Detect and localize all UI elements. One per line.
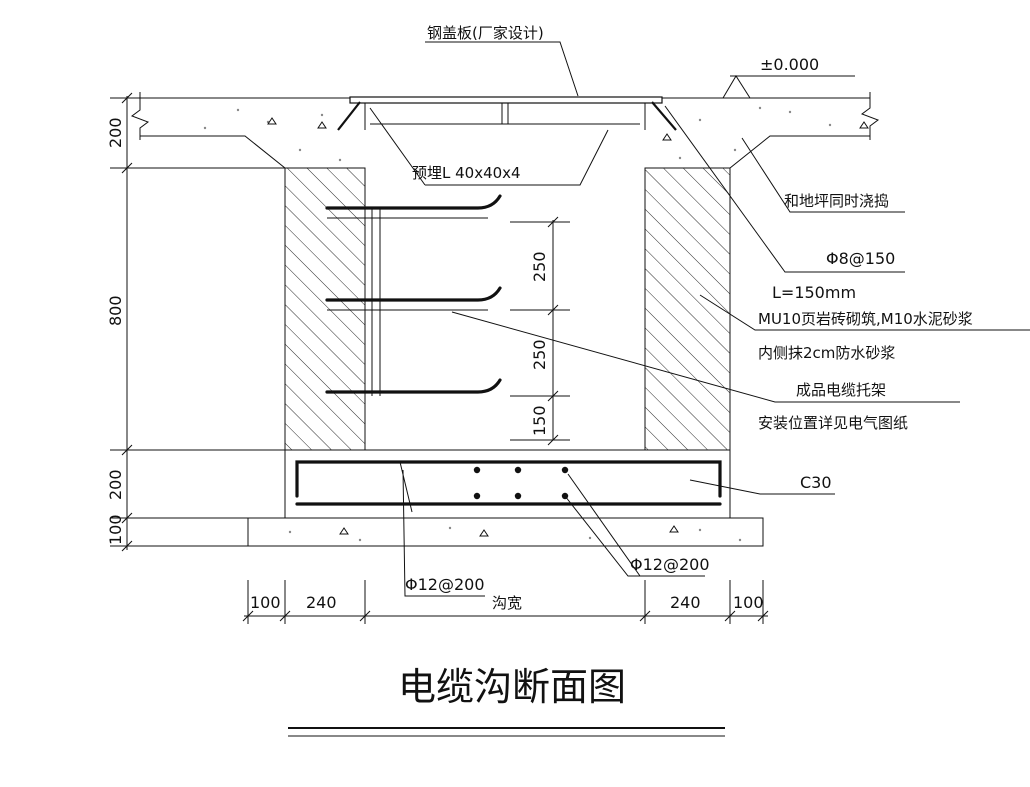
dim-wall-800: 800 [106, 295, 125, 326]
dim-bracket-250-top: 250 [530, 251, 549, 282]
dim-bottom-100-right: 100 [733, 593, 764, 612]
concrete-grade-label: C30 [800, 473, 832, 492]
dim-bottom-100-left: 100 [250, 593, 281, 612]
cover-plate-label: 钢盖板(厂家设计) [427, 24, 544, 42]
drawing-title: 电缆沟断面图 [398, 665, 626, 709]
cable-brackets [325, 194, 502, 396]
waterproof-label: 内侧抹2cm防水砂浆 [758, 344, 895, 362]
elevation-label: ±0.000 [760, 55, 819, 74]
bracket-dimensions [510, 216, 570, 446]
pour-with-floor-label: 和地坪同时浇捣 [784, 192, 889, 210]
brick-walls [284, 167, 731, 451]
anchor-length-label: L=150mm [772, 283, 856, 302]
dim-slab-200: 200 [106, 117, 125, 148]
dim-bracket-150: 150 [530, 405, 549, 436]
dim-trench-width: 沟宽 [492, 594, 522, 612]
leader-lines [369, 41, 1030, 597]
masonry-label: MU10页岩砖砌筑,M10水泥砂浆 [758, 310, 973, 328]
ground-slab [130, 92, 880, 169]
base-slab [247, 449, 764, 547]
dim-cushion-100: 100 [106, 514, 125, 545]
anchor-bar-label: Φ8@150 [826, 249, 895, 268]
steel-cover-plate [337, 96, 677, 131]
bottom-rebar-right-label: Φ12@200 [630, 555, 710, 574]
bracket-note-label: 安装位置详见电气图纸 [758, 414, 908, 432]
dim-base-200: 200 [106, 469, 125, 500]
left-dimensions [110, 92, 285, 552]
bottom-rebar-left-label: Φ12@200 [405, 575, 485, 594]
embedded-angle-label: 预埋L 40x40x4 [412, 164, 521, 182]
bottom-dimensions [242, 580, 769, 624]
dim-bottom-240-left: 240 [306, 593, 337, 612]
bracket-label: 成品电缆托架 [796, 381, 886, 399]
dim-bracket-250-mid: 250 [530, 339, 549, 370]
title-underline [288, 727, 725, 737]
dim-bottom-240-right: 240 [670, 593, 701, 612]
